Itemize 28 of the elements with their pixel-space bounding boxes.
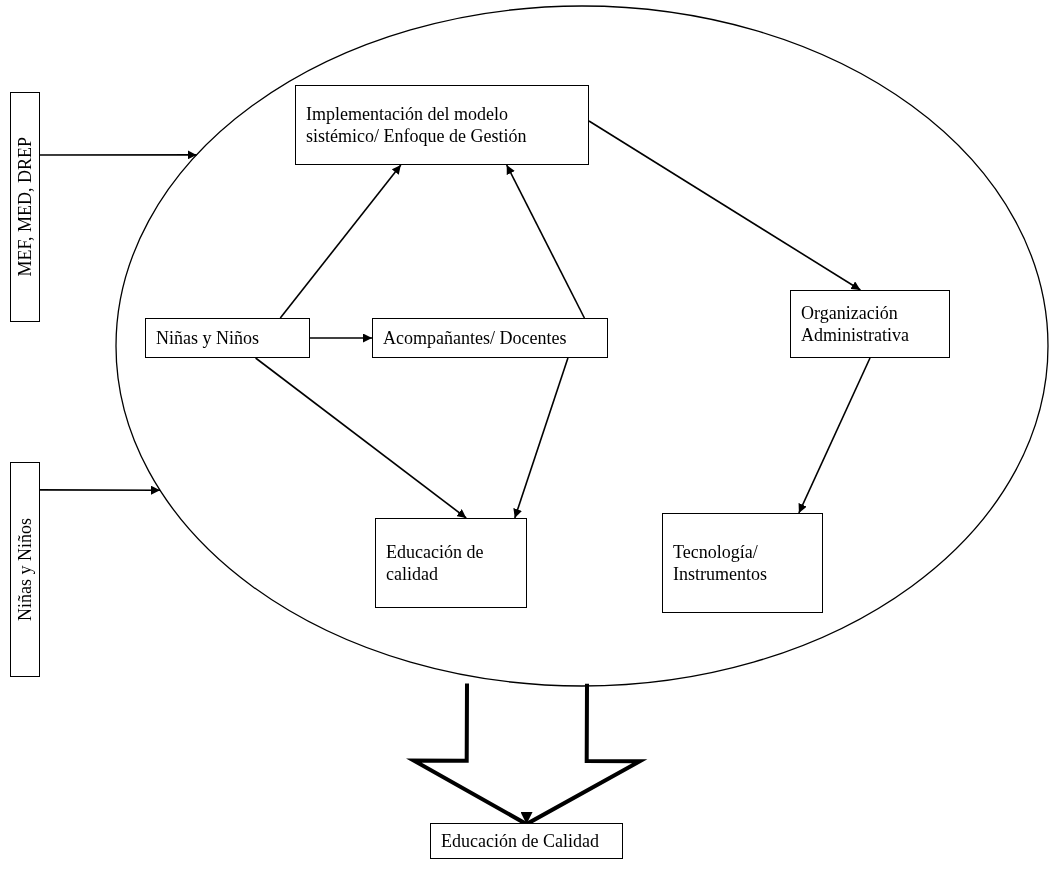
- process-box: [295, 85, 589, 165]
- arrow: [309, 333, 373, 343]
- arrow: [39, 150, 198, 160]
- node-text: Educación de Calidad: [441, 829, 599, 853]
- node-text: Implementación del modelo sistémico/ Enfoque de Gestión: [306, 102, 528, 148]
- node-text: Educación de calidad: [386, 540, 485, 586]
- arrow: [254, 357, 467, 519]
- arrow: [39, 485, 161, 495]
- process-box: [662, 513, 823, 613]
- node-text: MEF, MED, DREP: [13, 137, 36, 277]
- process-box: [145, 318, 310, 358]
- arrow: [505, 164, 586, 319]
- process-box: [10, 92, 40, 322]
- process-box: [790, 290, 950, 358]
- node-text: Niñas y Niños: [13, 518, 36, 621]
- node-text: Acompañantes/ Docentes: [383, 326, 567, 350]
- arrow: [588, 120, 862, 291]
- arrow: [513, 357, 569, 519]
- ellipse-outline: [116, 6, 1048, 686]
- arrow: [279, 164, 402, 319]
- node-text: Organización Administrativa: [801, 301, 910, 347]
- process-box: [372, 318, 608, 358]
- node-text: Niñas y Niños: [156, 326, 259, 350]
- node-text: Tecnología/ Instrumentos: [673, 540, 768, 586]
- process-box: [430, 823, 623, 859]
- process-box: [10, 462, 40, 677]
- arrow: [798, 357, 871, 514]
- process-box: [375, 518, 527, 608]
